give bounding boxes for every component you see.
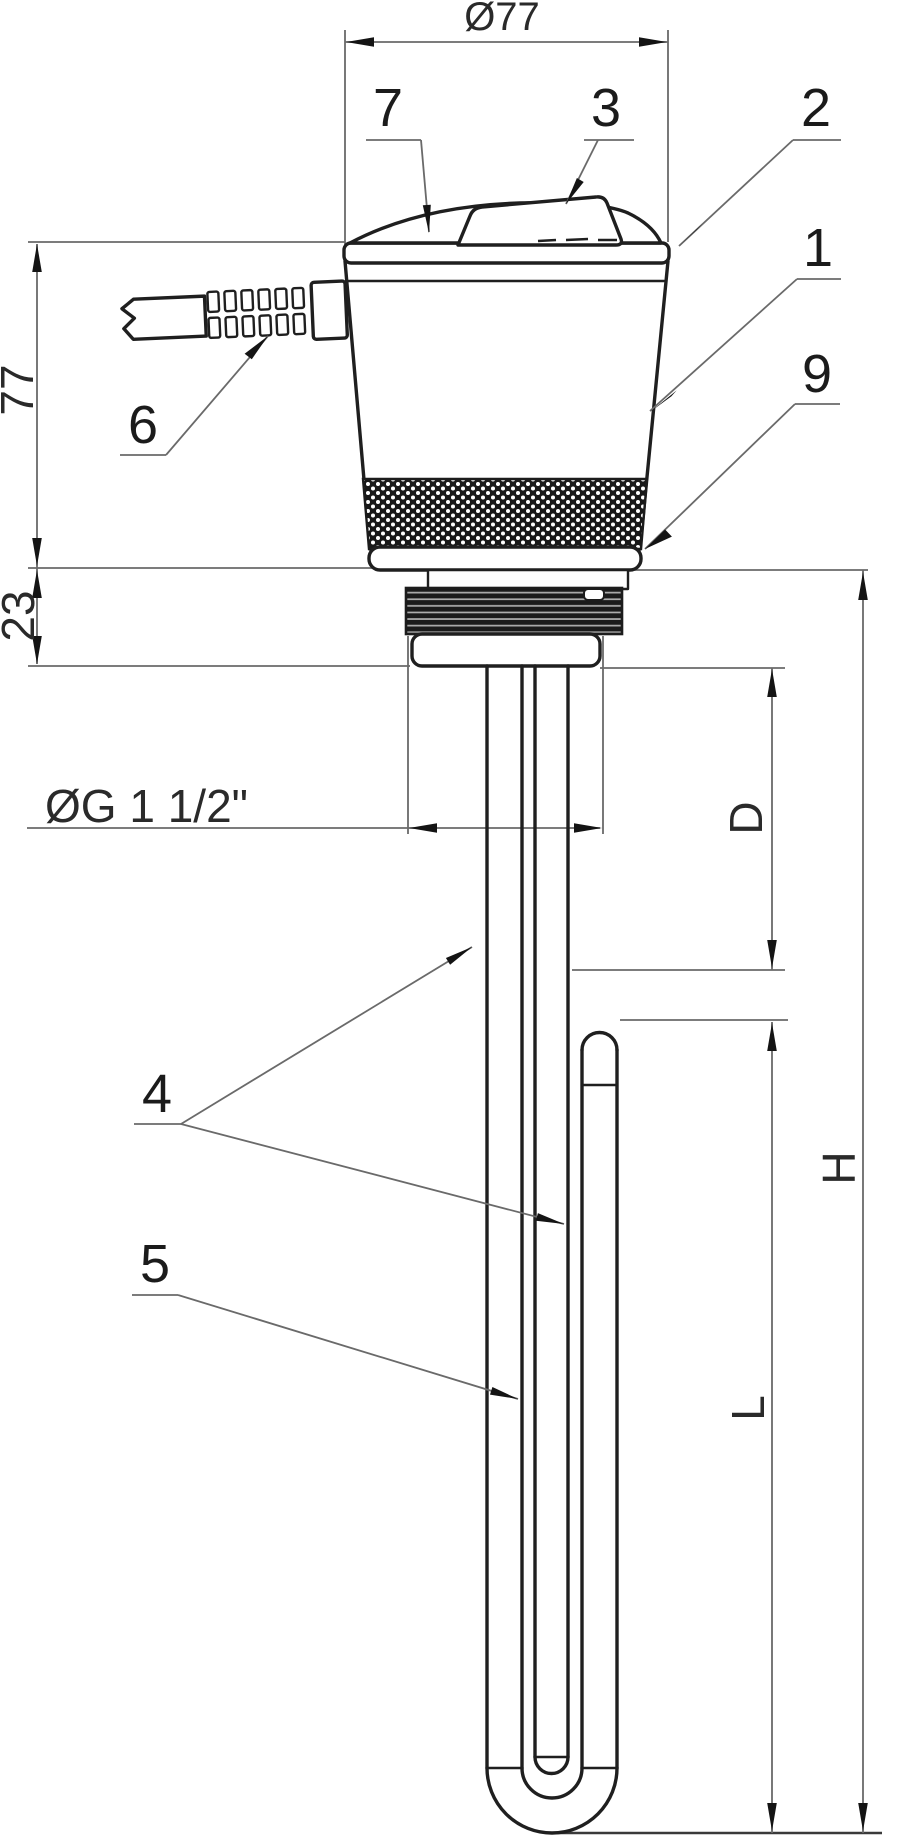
- u-bend-outer-arc: [485, 1766, 619, 1835]
- dim-head-height-label: 77: [0, 364, 43, 415]
- dim-thread-size-label: ØG 1 1/2": [45, 780, 248, 832]
- callout-9: 9: [802, 344, 832, 404]
- power-cable: [120, 294, 208, 341]
- dim-h-label: H: [813, 1151, 865, 1184]
- callout-2: 2: [801, 78, 831, 138]
- knob-detail-dashes: [537, 237, 617, 243]
- cable-strain-relief: [206, 286, 307, 340]
- flange-collar: [410, 632, 602, 668]
- neck: [426, 568, 630, 591]
- dim-d-label: D: [720, 801, 772, 834]
- extension-lines: [28, 30, 882, 1835]
- adjust-knob: [456, 195, 624, 247]
- dim-diameter-77-label: Ø77: [464, 0, 540, 39]
- cable-gland-nut: [309, 279, 350, 341]
- knurled-band: [361, 477, 649, 551]
- dim-l-label: L: [722, 1395, 774, 1421]
- callout-7: 7: [373, 78, 403, 138]
- dimension-arrows: [32, 37, 868, 1831]
- return-tube-dome-top: [580, 1030, 619, 1052]
- callout-6: 6: [128, 395, 158, 455]
- pocket-tube-dome-bottom: [533, 1755, 570, 1776]
- callout-5: 5: [140, 1234, 170, 1294]
- locking-ring: [367, 545, 643, 572]
- dim-thread-length-label: 23: [0, 590, 44, 641]
- callout-leaders: [120, 139, 841, 1400]
- cable-assembly: [120, 279, 350, 341]
- heating-elements: [485, 664, 619, 1835]
- callout-3: 3: [591, 78, 621, 138]
- thread-start-notch: [583, 588, 605, 601]
- callout-4: 4: [142, 1064, 172, 1124]
- labels: Ø77 77 23 ØG 1 1/2" D H L 7 3 2 1 9 6 4 …: [0, 0, 865, 1421]
- heater-head: [342, 195, 671, 668]
- u-bend-inner-arc: [520, 1766, 584, 1800]
- dimension-lines: [27, 41, 864, 1833]
- callout-1: 1: [803, 218, 833, 278]
